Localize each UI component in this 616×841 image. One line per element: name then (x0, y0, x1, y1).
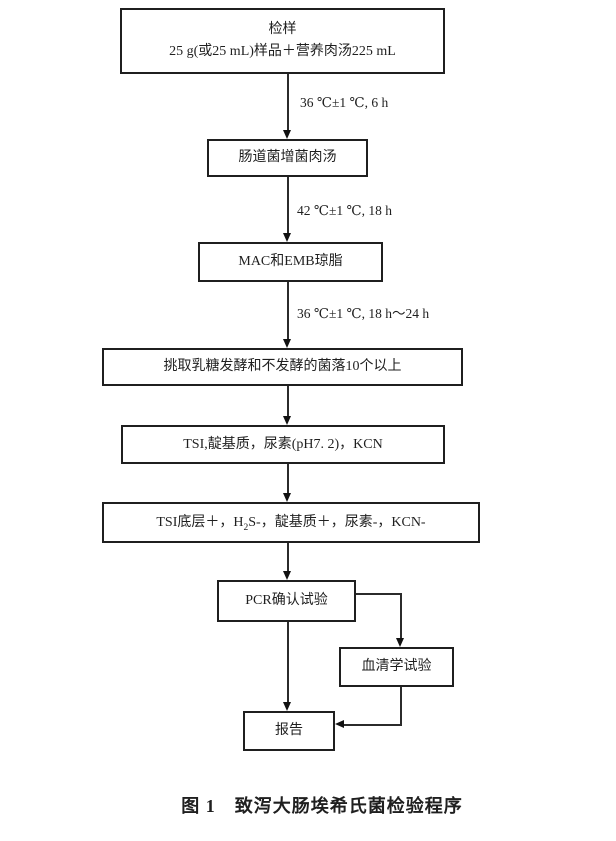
node-pcr-confirmation-label: PCR确认试验 (245, 593, 328, 609)
connector-sample-to-enrichment-arrowhead (283, 130, 291, 139)
node-serology-test-label: 血清学试验 (361, 659, 432, 675)
connector-biochem-to-result-line (287, 464, 289, 494)
node-biochemical-tests-label: TSI,靛基质，尿素(pH7. 2)，KCN (183, 436, 383, 452)
node-biochemical-tests: TSI,靛基质，尿素(pH7. 2)，KCN (121, 425, 445, 464)
node-sample-title: 检样 (268, 22, 297, 38)
connector-serology-to-report-vline (400, 687, 402, 726)
node-serology-test: 血清学试验 (339, 647, 454, 687)
result-text-post: S-，靛基质＋，尿素-，KCN- (248, 514, 426, 530)
node-enrichment-broth-label: 肠道菌增菌肉汤 (238, 150, 337, 166)
result-text-pre: TSI底层＋，H (156, 514, 244, 530)
connector-biochem-to-result-arrowhead (283, 493, 291, 502)
edge-label-incubation-2: 42 ℃±1 ℃, 18 h (297, 203, 392, 218)
edge-label-incubation-3: 36 ℃±1 ℃, 18 h～24 h (297, 306, 430, 321)
connector-result-to-pcr-arrowhead (283, 571, 291, 580)
node-report: 报告 (243, 711, 335, 751)
edge-label-incubation-1: 36 ℃±1 ℃, 6 h (300, 95, 389, 110)
connector-pick-to-biochem-arrowhead (283, 416, 291, 425)
connector-sample-to-enrichment-line (287, 74, 289, 131)
node-biochemical-results-label: TSI底层＋，H2S-，靛基质＋，尿素-，KCN- (156, 512, 425, 534)
node-sample-subtitle: 25 g(或25 mL)样品＋营养肉汤225 mL (169, 44, 396, 59)
node-sample: 检样 25 g(或25 mL)样品＋营养肉汤225 mL (120, 8, 445, 74)
node-biochemical-results: TSI底层＋，H2S-，靛基质＋，尿素-，KCN- (102, 502, 480, 543)
node-pcr-confirmation: PCR确认试验 (217, 580, 356, 622)
connector-pcr-to-serology-arrowhead (396, 638, 404, 647)
connector-pcr-to-serology-vline (400, 593, 402, 639)
connector-agar-to-pick-line (287, 282, 289, 340)
node-mac-emb-agar-label: MAC和EMB琼脂 (238, 254, 343, 270)
connector-serology-to-report-hline (344, 724, 402, 726)
result-subscript: 2 (243, 522, 249, 533)
node-enrichment-broth: 肠道菌增菌肉汤 (207, 139, 368, 177)
connector-pcr-to-serology-hline (356, 593, 401, 595)
connector-serology-to-report-arrowhead (335, 720, 344, 728)
connector-enrichment-to-agar-arrowhead (283, 233, 291, 242)
figure-caption: 图 1 致泻大肠埃希氏菌检验程序 (181, 796, 463, 816)
connector-enrichment-to-agar-line (287, 177, 289, 234)
connector-pcr-to-report-line (287, 622, 289, 703)
connector-result-to-pcr-line (287, 543, 289, 572)
node-pick-colonies: 挑取乳糖发酵和不发酵的菌落10个以上 (102, 348, 463, 386)
node-pick-colonies-label: 挑取乳糖发酵和不发酵的菌落10个以上 (163, 359, 402, 375)
connector-pick-to-biochem-line (287, 386, 289, 417)
connector-pcr-to-report-arrowhead (283, 702, 291, 711)
node-report-label: 报告 (275, 723, 303, 739)
connector-agar-to-pick-arrowhead (283, 339, 291, 348)
node-mac-emb-agar: MAC和EMB琼脂 (198, 242, 383, 282)
